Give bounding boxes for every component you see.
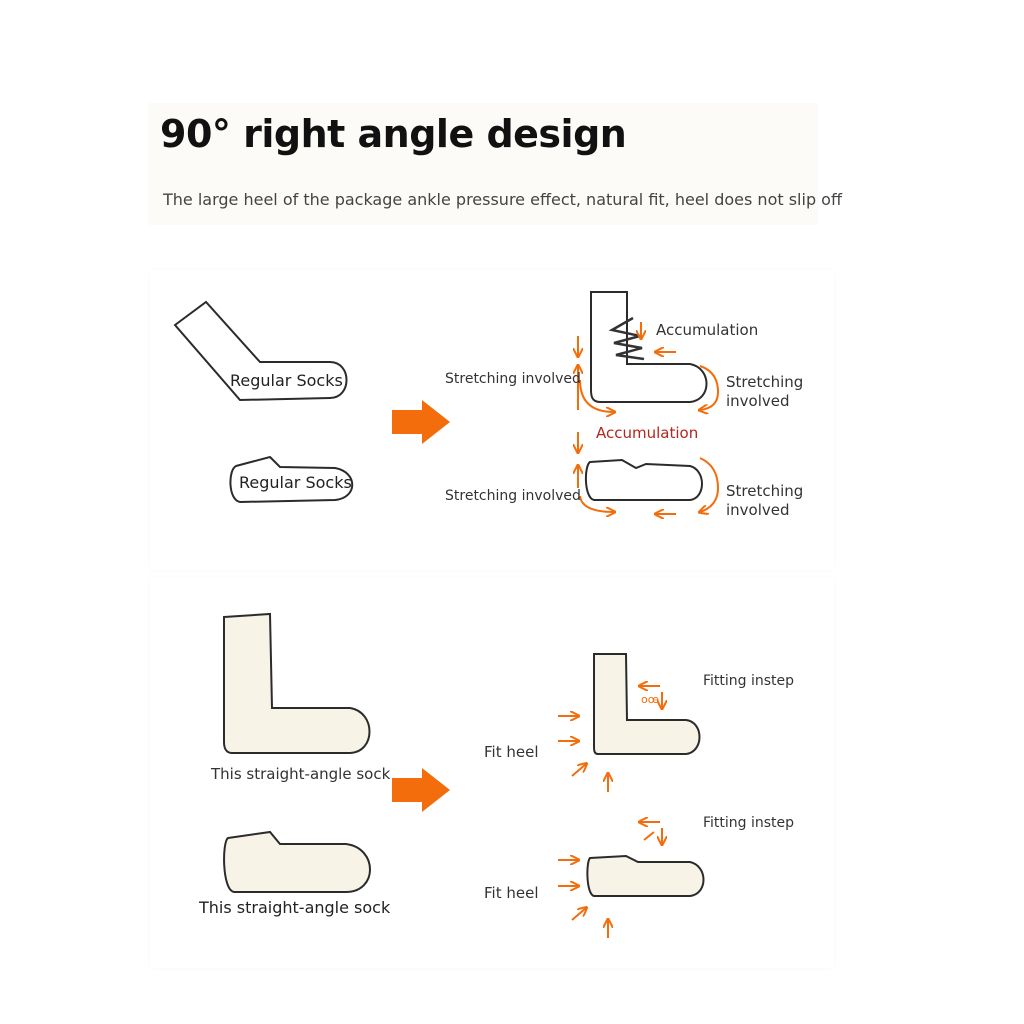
fitted-low-sock-shape bbox=[586, 854, 705, 897]
stretched-low-sock-outline bbox=[584, 458, 703, 501]
regular-socks-panel bbox=[150, 270, 834, 570]
page-title: 90° right angle design bbox=[160, 112, 627, 156]
stretching-left-low-label: Stretching involved bbox=[445, 488, 581, 504]
regular-crew-sock-outline bbox=[173, 300, 348, 402]
straight-low-sock-label: This straight-angle sock bbox=[199, 898, 391, 917]
page-subtitle: The large heel of the package ankle pres… bbox=[163, 190, 842, 209]
regular-low-sock-outline bbox=[229, 455, 354, 504]
fit-scribble-icon: oœ bbox=[641, 693, 659, 706]
fit-heel-crew-label: Fit heel bbox=[484, 743, 539, 761]
stretching-right-crew-label: Stretching involved bbox=[726, 373, 804, 410]
straight-crew-sock-shape bbox=[223, 612, 371, 754]
straight-crew-sock-label: This straight-angle sock bbox=[211, 765, 391, 783]
fit-heel-low-label: Fit heel bbox=[484, 884, 539, 902]
wrinkle-icon bbox=[608, 316, 645, 361]
fitted-crew-sock-shape bbox=[593, 653, 701, 755]
accumulation-label: Accumulation bbox=[656, 321, 759, 339]
straight-low-sock-shape bbox=[223, 830, 371, 893]
regular-crew-sock-label: Regular Socks bbox=[230, 371, 343, 390]
transition-arrow-icon bbox=[392, 400, 450, 444]
header-band bbox=[148, 103, 818, 225]
stretching-right-low-label: Stretching involved bbox=[726, 482, 804, 519]
stretched-crew-sock-outline bbox=[590, 291, 708, 403]
regular-low-sock-label: Regular Socks bbox=[239, 473, 352, 492]
transition-arrow-icon bbox=[392, 768, 450, 812]
accumulation-red-label: Accumulation bbox=[596, 424, 699, 442]
fitting-instep-low-label: Fitting instep bbox=[703, 815, 795, 831]
fitting-instep-crew-label: Fitting instep bbox=[703, 673, 795, 689]
stretching-left-crew-label: Stretching involved bbox=[445, 371, 581, 387]
